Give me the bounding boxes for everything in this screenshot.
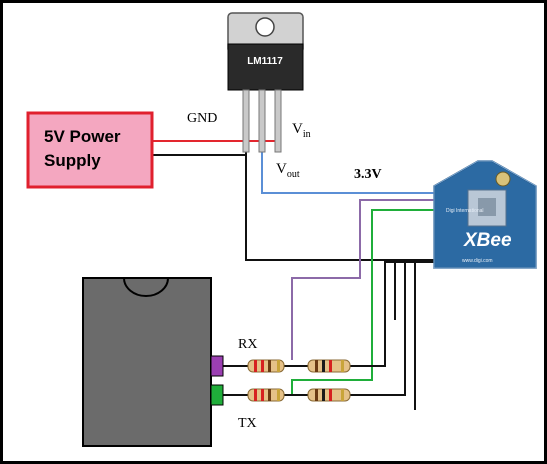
tx-divider-ground	[350, 262, 406, 396]
power-supply-line1: 5V Power	[44, 127, 121, 146]
microcontroller	[82, 277, 224, 447]
vout-label: Vout	[276, 161, 300, 180]
xbee-chip	[478, 198, 496, 216]
pin-vout	[258, 89, 266, 153]
regulator-mount-hole	[255, 17, 275, 37]
xbee-board-outline	[433, 160, 537, 269]
power-supply-line2: Supply	[44, 151, 101, 170]
rx-signal-wire	[291, 199, 440, 360]
tx-pin	[210, 384, 224, 406]
pin-vin	[274, 89, 282, 153]
pin-gnd	[242, 89, 250, 153]
resistor-tx-2	[307, 388, 351, 402]
resistor-tx-1	[247, 388, 285, 402]
microcontroller-notch	[123, 277, 169, 297]
resistor-rx-1	[247, 359, 285, 373]
xbee-footer-small: www.digi.com	[462, 258, 493, 264]
xbee-module: Digi International XBee www.digi.com	[433, 160, 537, 269]
gnd-wire-xbee	[245, 150, 440, 261]
vin-label: Vin	[292, 121, 311, 140]
xbee-antenna-icon	[495, 171, 511, 187]
rx-label: RX	[238, 337, 257, 352]
ground-return	[412, 261, 416, 410]
voltage-label: 3.3V	[354, 167, 382, 182]
rx-pin	[210, 355, 224, 377]
tx-label: TX	[238, 416, 257, 431]
regulator-body	[227, 43, 304, 91]
tx-signal-wire	[291, 209, 440, 395]
lm1117-regulator: LM1117	[227, 12, 304, 153]
regulator-part-label: LM1117	[247, 56, 283, 67]
xbee-brand-small: Digi International	[446, 208, 484, 214]
microcontroller-body	[82, 277, 212, 447]
vout-wire	[261, 150, 440, 194]
xbee-logo: XBee	[463, 230, 512, 251]
power-supply: 5V Power Supply	[26, 111, 154, 189]
power-supply-box	[26, 111, 154, 189]
gnd-label: GND	[187, 111, 217, 126]
resistor-rx-2	[307, 359, 351, 373]
